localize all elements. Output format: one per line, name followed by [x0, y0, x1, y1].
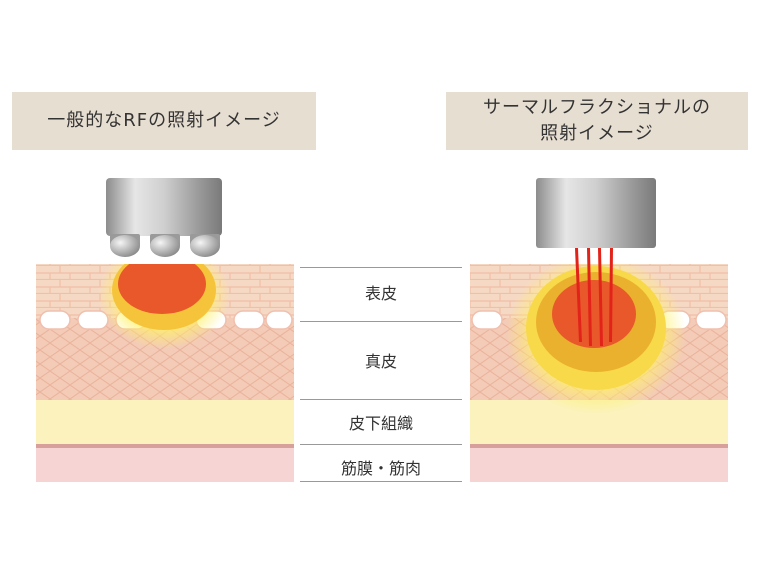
label-fascia-muscle: 筋膜・筋肉 [340, 459, 421, 478]
title-thermal-fractional: サーマルフラクショナルの 照射イメージ [446, 92, 748, 150]
heat-zone-right [506, 264, 686, 414]
title-thermal-fractional-line1: サーマルフラクショナルの [483, 97, 711, 118]
skin-block-right [470, 264, 728, 482]
fascia-line-left [36, 444, 294, 448]
rf-probe-icon [106, 178, 222, 257]
title-thermal-fractional-text: サーマルフラクショナルの 照射イメージ [483, 95, 711, 147]
title-general-rf: 一般的なRFの照射イメージ [12, 92, 316, 150]
separator-epidermis-dermis [300, 321, 462, 322]
needle-group [575, 248, 613, 346]
skin-block-left [36, 264, 294, 482]
label-dermis: 真皮 [364, 352, 397, 371]
label-epidermis: 表皮 [364, 284, 397, 303]
separator-top [300, 267, 462, 268]
label-subcutis: 皮下組織 [348, 414, 413, 433]
heat-zone-left [98, 264, 230, 349]
muscle-layer-left [36, 448, 294, 482]
muscle-layer-right [470, 448, 728, 482]
title-general-rf-text: 一般的なRFの照射イメージ [47, 110, 281, 131]
subcutis-layer-left [36, 400, 294, 444]
separator-dermis-subcutis [300, 399, 462, 400]
fractional-probe-icon [536, 178, 656, 346]
separator-subcutis-muscle [300, 444, 462, 445]
title-thermal-fractional-line2: 照射イメージ [540, 123, 654, 144]
separator-bottom [300, 481, 462, 482]
fascia-line-right [470, 444, 728, 448]
